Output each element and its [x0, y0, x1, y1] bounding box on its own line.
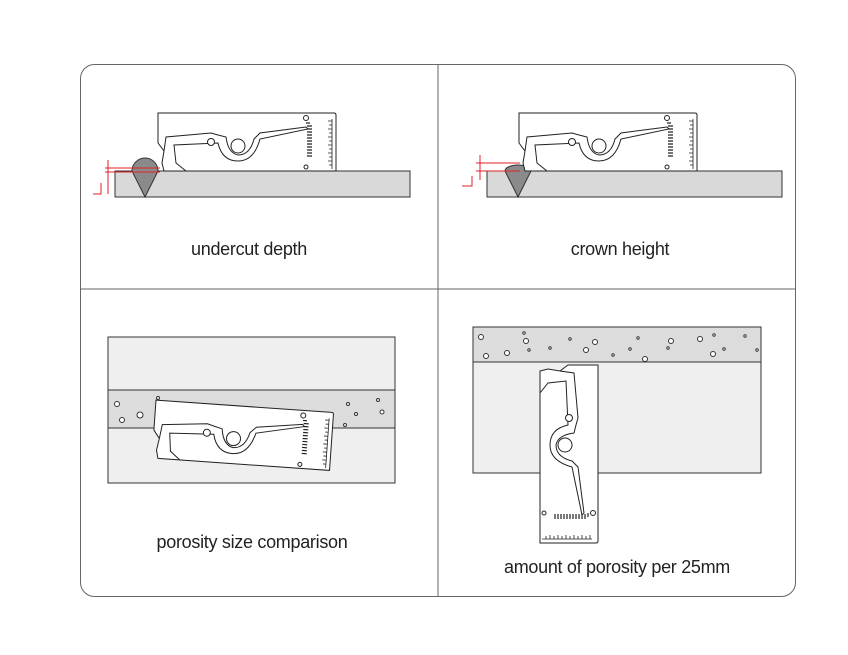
measure-lines [93, 160, 160, 195]
porosity-holes [114, 396, 385, 427]
label-crown-height: crown height [570, 239, 670, 259]
weld-gauge [151, 399, 335, 472]
weld-strip [472, 326, 762, 363]
porosity-count-illustration [472, 326, 762, 544]
crown-height-illustration [462, 112, 783, 199]
porosity-holes [478, 331, 759, 362]
plate [486, 170, 783, 198]
label-undercut-depth: undercut depth [191, 239, 307, 259]
measure-lines [462, 155, 520, 187]
plate [114, 170, 411, 198]
label-porosity-amount: amount of porosity per 25mm [503, 557, 731, 577]
weld-gauge [539, 364, 599, 544]
weld-gauge [157, 112, 337, 172]
porosity-size-illustration [107, 336, 396, 484]
undercut-depth-illustration [93, 112, 411, 199]
weld-gauge [518, 112, 698, 172]
label-porosity-size: porosity size comparison [156, 532, 348, 552]
